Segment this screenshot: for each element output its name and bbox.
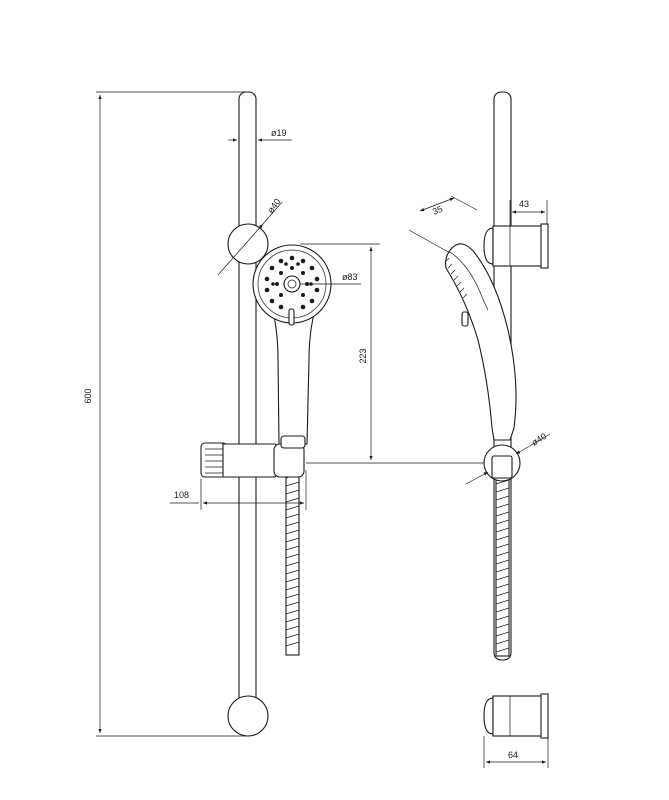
dim-holder-offset-label: 108 bbox=[174, 490, 189, 500]
dim-bar-diameter: ø19 bbox=[228, 128, 292, 142]
dim-bracket-depth: 43 bbox=[509, 199, 548, 226]
dim-head-thickness-label: 35 bbox=[431, 204, 444, 217]
dim-head-diameter-label: ø83 bbox=[342, 272, 358, 282]
front-spray-selector bbox=[288, 308, 295, 326]
dim-end-cap-diameter-label: ø40 bbox=[265, 197, 282, 215]
front-bottom-end-cap bbox=[227, 695, 269, 737]
dim-head-diameter: ø83 bbox=[300, 272, 361, 285]
side-hose bbox=[495, 475, 510, 657]
side-holder-clamp bbox=[491, 455, 513, 479]
front-sliding-bar bbox=[238, 91, 257, 731]
front-holder-slider bbox=[200, 435, 306, 478]
side-hand-shower bbox=[444, 243, 517, 441]
dim-head-to-holder-label: 223 bbox=[358, 348, 368, 363]
side-top-bracket bbox=[483, 223, 549, 269]
dim-holder-diameter-label: ø40 bbox=[530, 431, 548, 448]
front-spray-face-center bbox=[283, 275, 301, 293]
dim-bracket-projection: 64 bbox=[483, 736, 549, 768]
side-bottom-bracket bbox=[483, 693, 549, 739]
dim-total-height: 600 bbox=[83, 91, 248, 737]
front-spray-nozzles bbox=[264, 255, 320, 310]
front-hose bbox=[285, 469, 300, 656]
dim-total-height-label: 600 bbox=[83, 388, 93, 403]
front-view: 600 ø19 ø40 ø83 223 bbox=[83, 91, 490, 737]
dim-bracket-depth-label: 43 bbox=[519, 199, 529, 209]
side-view: 35 43 ø40 64 bbox=[408, 91, 551, 768]
dim-head-to-holder: 223 bbox=[300, 243, 490, 464]
dim-bar-diameter-label: ø19 bbox=[271, 128, 287, 138]
dim-head-thickness: 35 bbox=[408, 195, 478, 254]
front-top-end-cap bbox=[227, 223, 269, 265]
dim-bracket-projection-label: 64 bbox=[508, 750, 518, 760]
dim-holder-offset: 108 bbox=[170, 470, 307, 510]
